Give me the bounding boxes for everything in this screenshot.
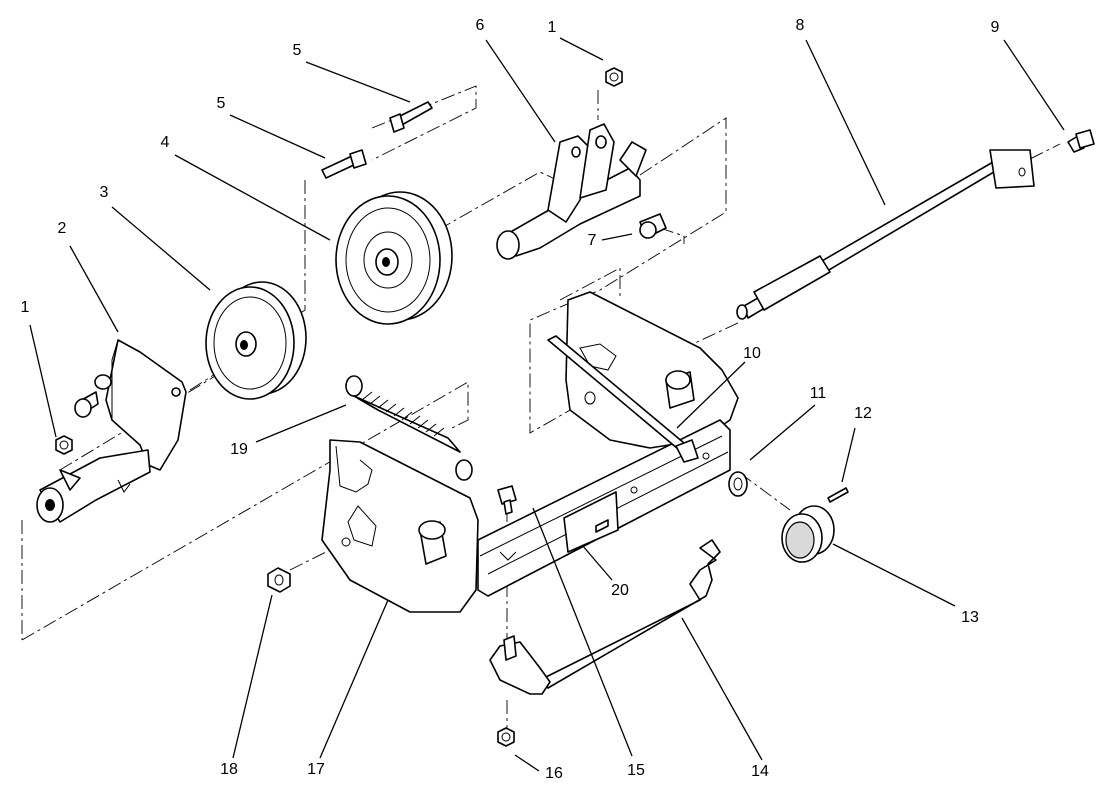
callout-leader-11 xyxy=(676,361,746,429)
callout-label-16: 15 xyxy=(627,762,645,779)
callout-leader-0 xyxy=(29,324,57,438)
callout-label-2: 3 xyxy=(100,184,109,201)
callout-label-11: 10 xyxy=(743,345,761,362)
callout-label-14: 13 xyxy=(961,609,979,626)
callout-leader-17 xyxy=(514,754,540,772)
shoulder-bolt-upper xyxy=(389,101,433,133)
callout-label-18: 17 xyxy=(307,761,325,778)
callout-label-7: 1 xyxy=(548,19,557,36)
callout-leader-8 xyxy=(601,233,633,241)
callout-leader-10 xyxy=(1003,39,1065,131)
washer xyxy=(728,471,748,497)
callout-leader-2 xyxy=(111,206,211,291)
callout-label-0: 1 xyxy=(21,299,30,316)
callout-label-10: 9 xyxy=(991,19,1000,36)
callout-label-13: 12 xyxy=(854,405,872,422)
callout-label-9: 8 xyxy=(796,17,805,34)
idler-arm xyxy=(496,123,647,260)
callout-leader-16 xyxy=(532,507,633,757)
idler-pulley-small xyxy=(205,281,307,400)
cotter-pin xyxy=(827,487,849,503)
callout-label-3: 4 xyxy=(161,134,170,151)
callout-label-5: 5 xyxy=(293,42,302,59)
callout-label-15: 14 xyxy=(751,763,769,780)
callout-leader-6 xyxy=(485,39,556,143)
callout-leader-4 xyxy=(229,114,326,159)
callout-leader-19 xyxy=(232,594,273,759)
bolt-9 xyxy=(1067,129,1095,153)
callout-label-19: 18 xyxy=(220,761,238,778)
callout-label-20: 19 xyxy=(230,441,248,458)
knob xyxy=(781,505,835,563)
callout-label-12: 11 xyxy=(810,385,827,402)
callout-leader-14 xyxy=(832,543,956,607)
hex-nut-top xyxy=(605,67,623,87)
pivot-bracket xyxy=(489,635,551,695)
callout-label-1: 2 xyxy=(58,220,67,237)
callout-label-8: 7 xyxy=(588,232,597,249)
pivot-rod xyxy=(547,335,699,463)
callout-leader-20 xyxy=(255,404,347,443)
shoulder-bolt-lower xyxy=(321,149,367,179)
callout-leader-18 xyxy=(319,599,389,759)
nut-18 xyxy=(267,567,291,593)
callout-leader-13 xyxy=(841,427,856,483)
callout-leader-5 xyxy=(305,61,411,103)
shaft xyxy=(736,149,1035,320)
callout-leader-9 xyxy=(805,39,886,206)
callout-leader-15 xyxy=(681,617,763,761)
bolt-15 xyxy=(497,485,517,515)
callout-label-4: 5 xyxy=(217,95,226,112)
nut-16 xyxy=(497,727,515,747)
callout-leader-1 xyxy=(69,245,119,333)
callout-label-6: 6 xyxy=(476,17,485,34)
callout-leader-12 xyxy=(749,404,816,461)
idler-pulley-large xyxy=(335,191,453,325)
main-bracket-plate xyxy=(321,419,731,613)
callout-label-21: 20 xyxy=(611,582,629,599)
callout-leader-7 xyxy=(559,37,604,61)
bushing xyxy=(639,213,667,239)
callout-label-17: 16 xyxy=(545,765,563,782)
control-rod xyxy=(539,539,721,689)
callout-leader-21 xyxy=(581,544,613,581)
hex-nut-left xyxy=(55,435,73,455)
callout-leader-3 xyxy=(174,154,331,241)
extension-spring xyxy=(345,375,473,481)
idler-bracket-left xyxy=(36,339,187,523)
